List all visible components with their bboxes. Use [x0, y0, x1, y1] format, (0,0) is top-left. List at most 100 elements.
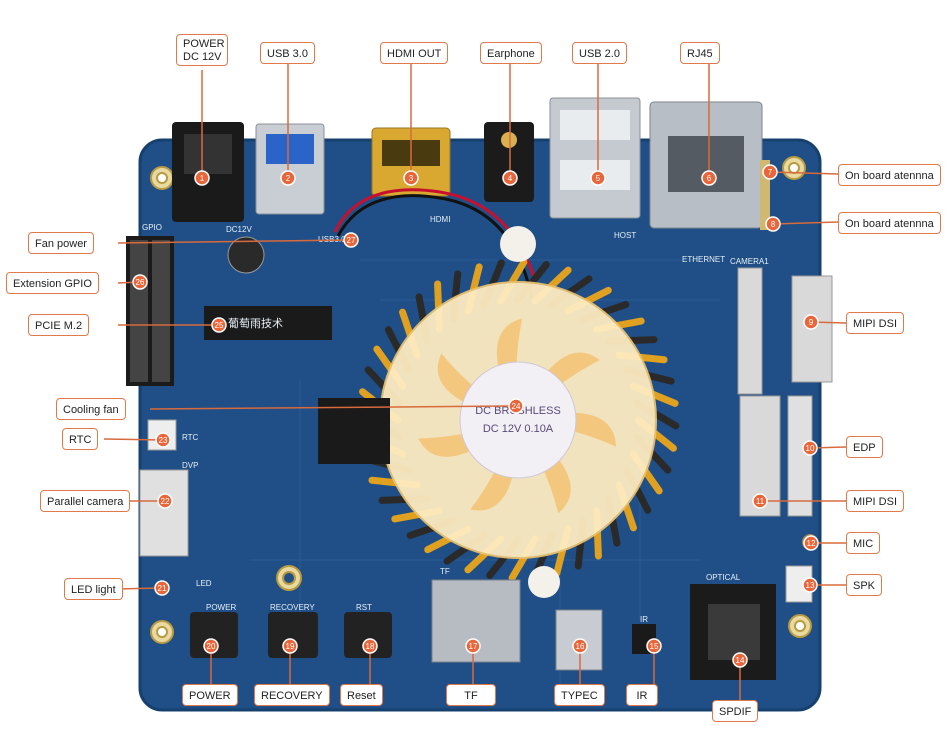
- callout-dot-22: [157, 493, 173, 509]
- svg-text:DC12V: DC12V: [226, 225, 252, 234]
- dvp-connector: [139, 469, 189, 557]
- callout-number-15: 15: [650, 642, 659, 651]
- callout-dot-13: [802, 577, 818, 593]
- callout-number-24: 24: [512, 402, 521, 411]
- callout-number-1: 1: [200, 174, 205, 183]
- callout-dot-25: [211, 317, 227, 333]
- label-recovery: RECOVERY: [254, 684, 330, 706]
- svg-text:TF: TF: [440, 567, 450, 576]
- callout-number-14: 14: [736, 656, 745, 665]
- svg-text:DVP: DVP: [182, 461, 198, 470]
- callout-number-2: 2: [286, 174, 291, 183]
- leader-line-23: [103, 438, 164, 441]
- callout-dot-16: [572, 638, 588, 654]
- label-spk: SPK: [846, 574, 883, 596]
- callout-dot-10: [802, 440, 818, 456]
- callout-number-20: 20: [207, 642, 216, 651]
- callout-dot-12: [803, 535, 819, 551]
- callout-dot-21: [154, 580, 170, 596]
- callout-dot-27: [343, 232, 359, 248]
- label-ir: IR: [626, 684, 658, 706]
- label-usb30: USB 3.0: [260, 42, 315, 64]
- callout-number-7: 7: [768, 168, 773, 177]
- callout-number-6: 6: [707, 174, 712, 183]
- label-edp: EDP: [846, 436, 883, 458]
- callout-dot-20: [203, 638, 219, 654]
- label-antenna-2: On board atennna: [838, 212, 941, 234]
- callout-number-3: 3: [409, 174, 414, 183]
- callout-number-5: 5: [596, 174, 601, 183]
- callout-number-27: 27: [347, 236, 356, 245]
- camera1-connector: [737, 267, 763, 395]
- label-antenna-1: On board atennna: [838, 164, 941, 186]
- label-parallel-camera: Parallel camera: [40, 490, 131, 512]
- callout-dot-23: [155, 432, 171, 448]
- svg-text:HOST: HOST: [614, 231, 636, 240]
- label-extension-gpio: Extension GPIO: [6, 272, 99, 294]
- label-power-button: POWER: [182, 684, 238, 706]
- callout-number-19: 19: [286, 642, 295, 651]
- callout-dot-5: [590, 170, 606, 186]
- callout-dot-2: [280, 170, 296, 186]
- label-tf: TF: [446, 684, 496, 706]
- callout-dot-8: [765, 216, 781, 232]
- label-fan-power: Fan power: [28, 232, 94, 254]
- callout-dot-7: [762, 164, 778, 180]
- svg-text:RECOVERY: RECOVERY: [270, 603, 315, 612]
- callout-dot-17: [465, 638, 481, 654]
- callout-dot-19: [282, 638, 298, 654]
- label-power-dc-line1: POWER: [183, 38, 225, 50]
- label-usb20: USB 2.0: [572, 42, 627, 64]
- svg-text:GPIO: GPIO: [142, 223, 162, 232]
- svg-text:葡萄雨技术: 葡萄雨技术: [228, 317, 283, 330]
- callout-dot-1: [194, 170, 210, 186]
- capacitor: [227, 236, 265, 274]
- callout-number-10: 10: [806, 444, 815, 453]
- callout-number-8: 8: [771, 220, 776, 229]
- callout-number-26: 26: [136, 278, 145, 287]
- label-led-light: LED light: [64, 578, 123, 600]
- label-power-dc-line2: DC 12V: [183, 51, 222, 63]
- leader-line-27: [117, 239, 352, 244]
- fan-blade: [470, 420, 519, 511]
- bottom-buttons: [190, 612, 392, 658]
- callout-number-25: 25: [215, 321, 224, 330]
- callout-dot-6: [701, 170, 717, 186]
- callout-number-21: 21: [158, 584, 167, 593]
- leader-line-8: [772, 221, 839, 225]
- leader-line-24: [149, 405, 517, 410]
- label-cooling-fan: Cooling fan: [56, 398, 126, 420]
- svg-text:ETHERNET: ETHERNET: [682, 255, 725, 264]
- memory-chip: [318, 398, 390, 464]
- label-mipi-dsi-top: MIPI DSI: [846, 312, 905, 334]
- svg-text:RST: RST: [356, 603, 372, 612]
- label-mic: MIC: [846, 532, 881, 554]
- label-reset: Reset: [340, 684, 383, 706]
- svg-text:OPTICAL: OPTICAL: [706, 573, 741, 582]
- label-hdmi-out: HDMI OUT: [380, 42, 449, 64]
- callout-number-4: 4: [508, 174, 513, 183]
- label-spdif: SPDIF: [712, 700, 759, 722]
- callout-number-18: 18: [366, 642, 375, 651]
- callout-dot-14: [732, 652, 748, 668]
- callout-dot-4: [502, 170, 518, 186]
- svg-text:HDMI: HDMI: [430, 215, 450, 224]
- callout-dot-11: [752, 493, 768, 509]
- label-rj45: RJ45: [680, 42, 720, 64]
- callout-number-12: 12: [807, 539, 816, 548]
- callout-number-11: 11: [756, 497, 765, 506]
- callout-number-13: 13: [806, 581, 815, 590]
- label-earphone: Earphone: [480, 42, 542, 64]
- earphone-jack: [484, 122, 534, 202]
- callout-dot-26: [132, 274, 148, 290]
- svg-text:LED: LED: [196, 579, 212, 588]
- callout-number-9: 9: [809, 318, 814, 327]
- svg-text:POWER: POWER: [206, 603, 236, 612]
- callout-dot-24: [508, 398, 524, 414]
- label-mipi-dsi-bottom: MIPI DSI: [846, 490, 905, 512]
- callout-dot-15: [646, 638, 662, 654]
- svg-text:RTC: RTC: [182, 433, 199, 442]
- callout-number-22: 22: [161, 497, 170, 506]
